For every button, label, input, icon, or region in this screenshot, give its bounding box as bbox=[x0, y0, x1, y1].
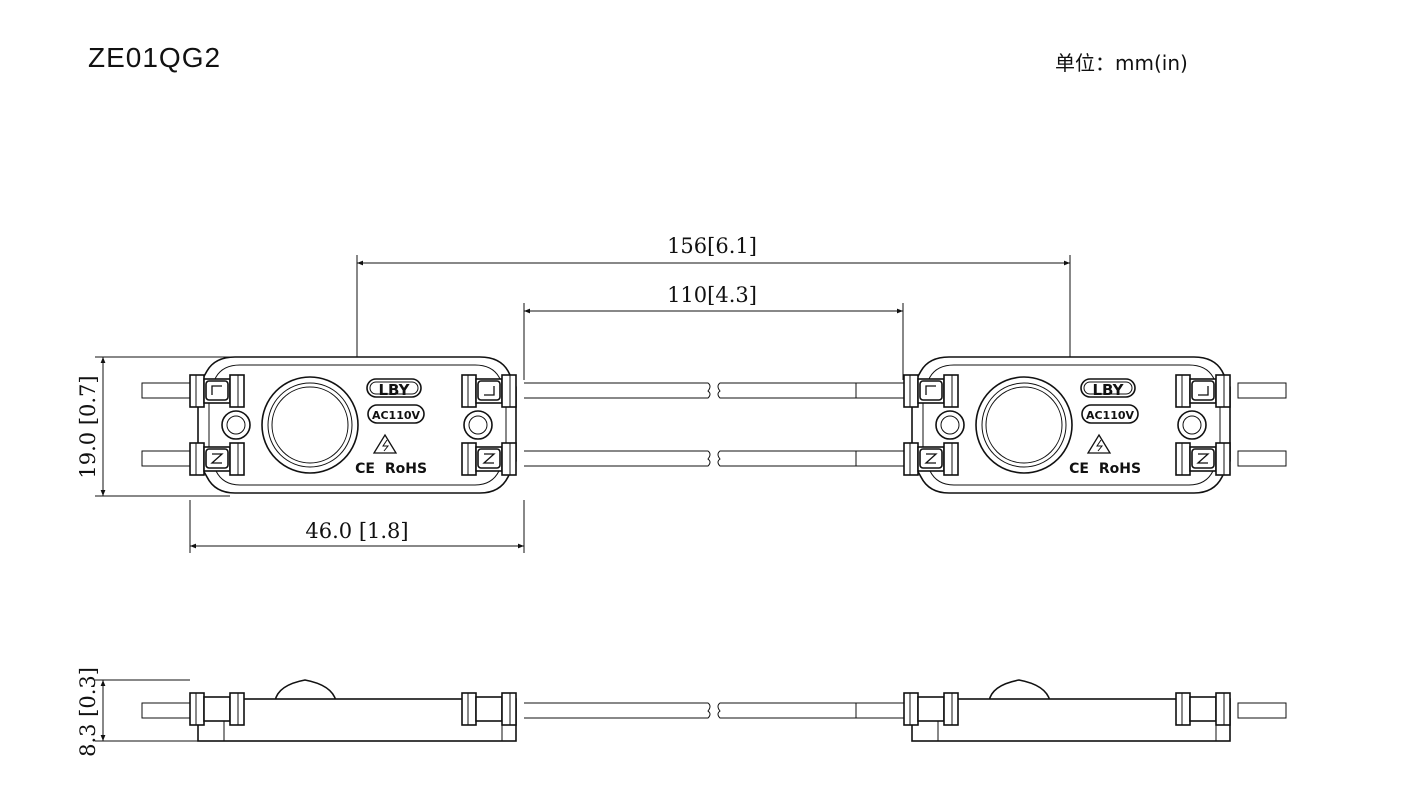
ce-mark-left: CE bbox=[355, 461, 375, 477]
led-module-left-side-view bbox=[142, 680, 516, 741]
led-module-right-top-view bbox=[856, 357, 1230, 493]
led-module-left-top-view bbox=[142, 357, 516, 493]
voltage-label-right: AC110V bbox=[1086, 409, 1135, 422]
dim-pitch-inner: 110[4.3] bbox=[667, 283, 757, 307]
dim-module-width: 19.0 [0.7] bbox=[76, 375, 100, 478]
brand-label-right: LBY bbox=[1092, 381, 1124, 399]
rohs-mark-right: RoHS bbox=[1099, 461, 1141, 477]
led-module-right-side-view bbox=[856, 680, 1230, 741]
dim-module-height: 8.3 [0.3] bbox=[76, 667, 100, 757]
ce-mark-right: CE bbox=[1069, 461, 1089, 477]
unit-label: 单位：mm(in) bbox=[1055, 51, 1188, 75]
dim-pitch-total: 156[6.1] bbox=[667, 234, 757, 258]
dim-module-length: 46.0 [1.8] bbox=[305, 519, 408, 543]
wire-n-top bbox=[524, 450, 904, 467]
wire-l-top bbox=[524, 382, 904, 399]
wire-side bbox=[524, 702, 904, 719]
brand-label-left: LBY bbox=[378, 381, 410, 399]
rohs-mark-left: RoHS bbox=[385, 461, 427, 477]
model-title: ZE01QG2 bbox=[88, 42, 222, 73]
voltage-label-left: AC110V bbox=[372, 409, 421, 422]
